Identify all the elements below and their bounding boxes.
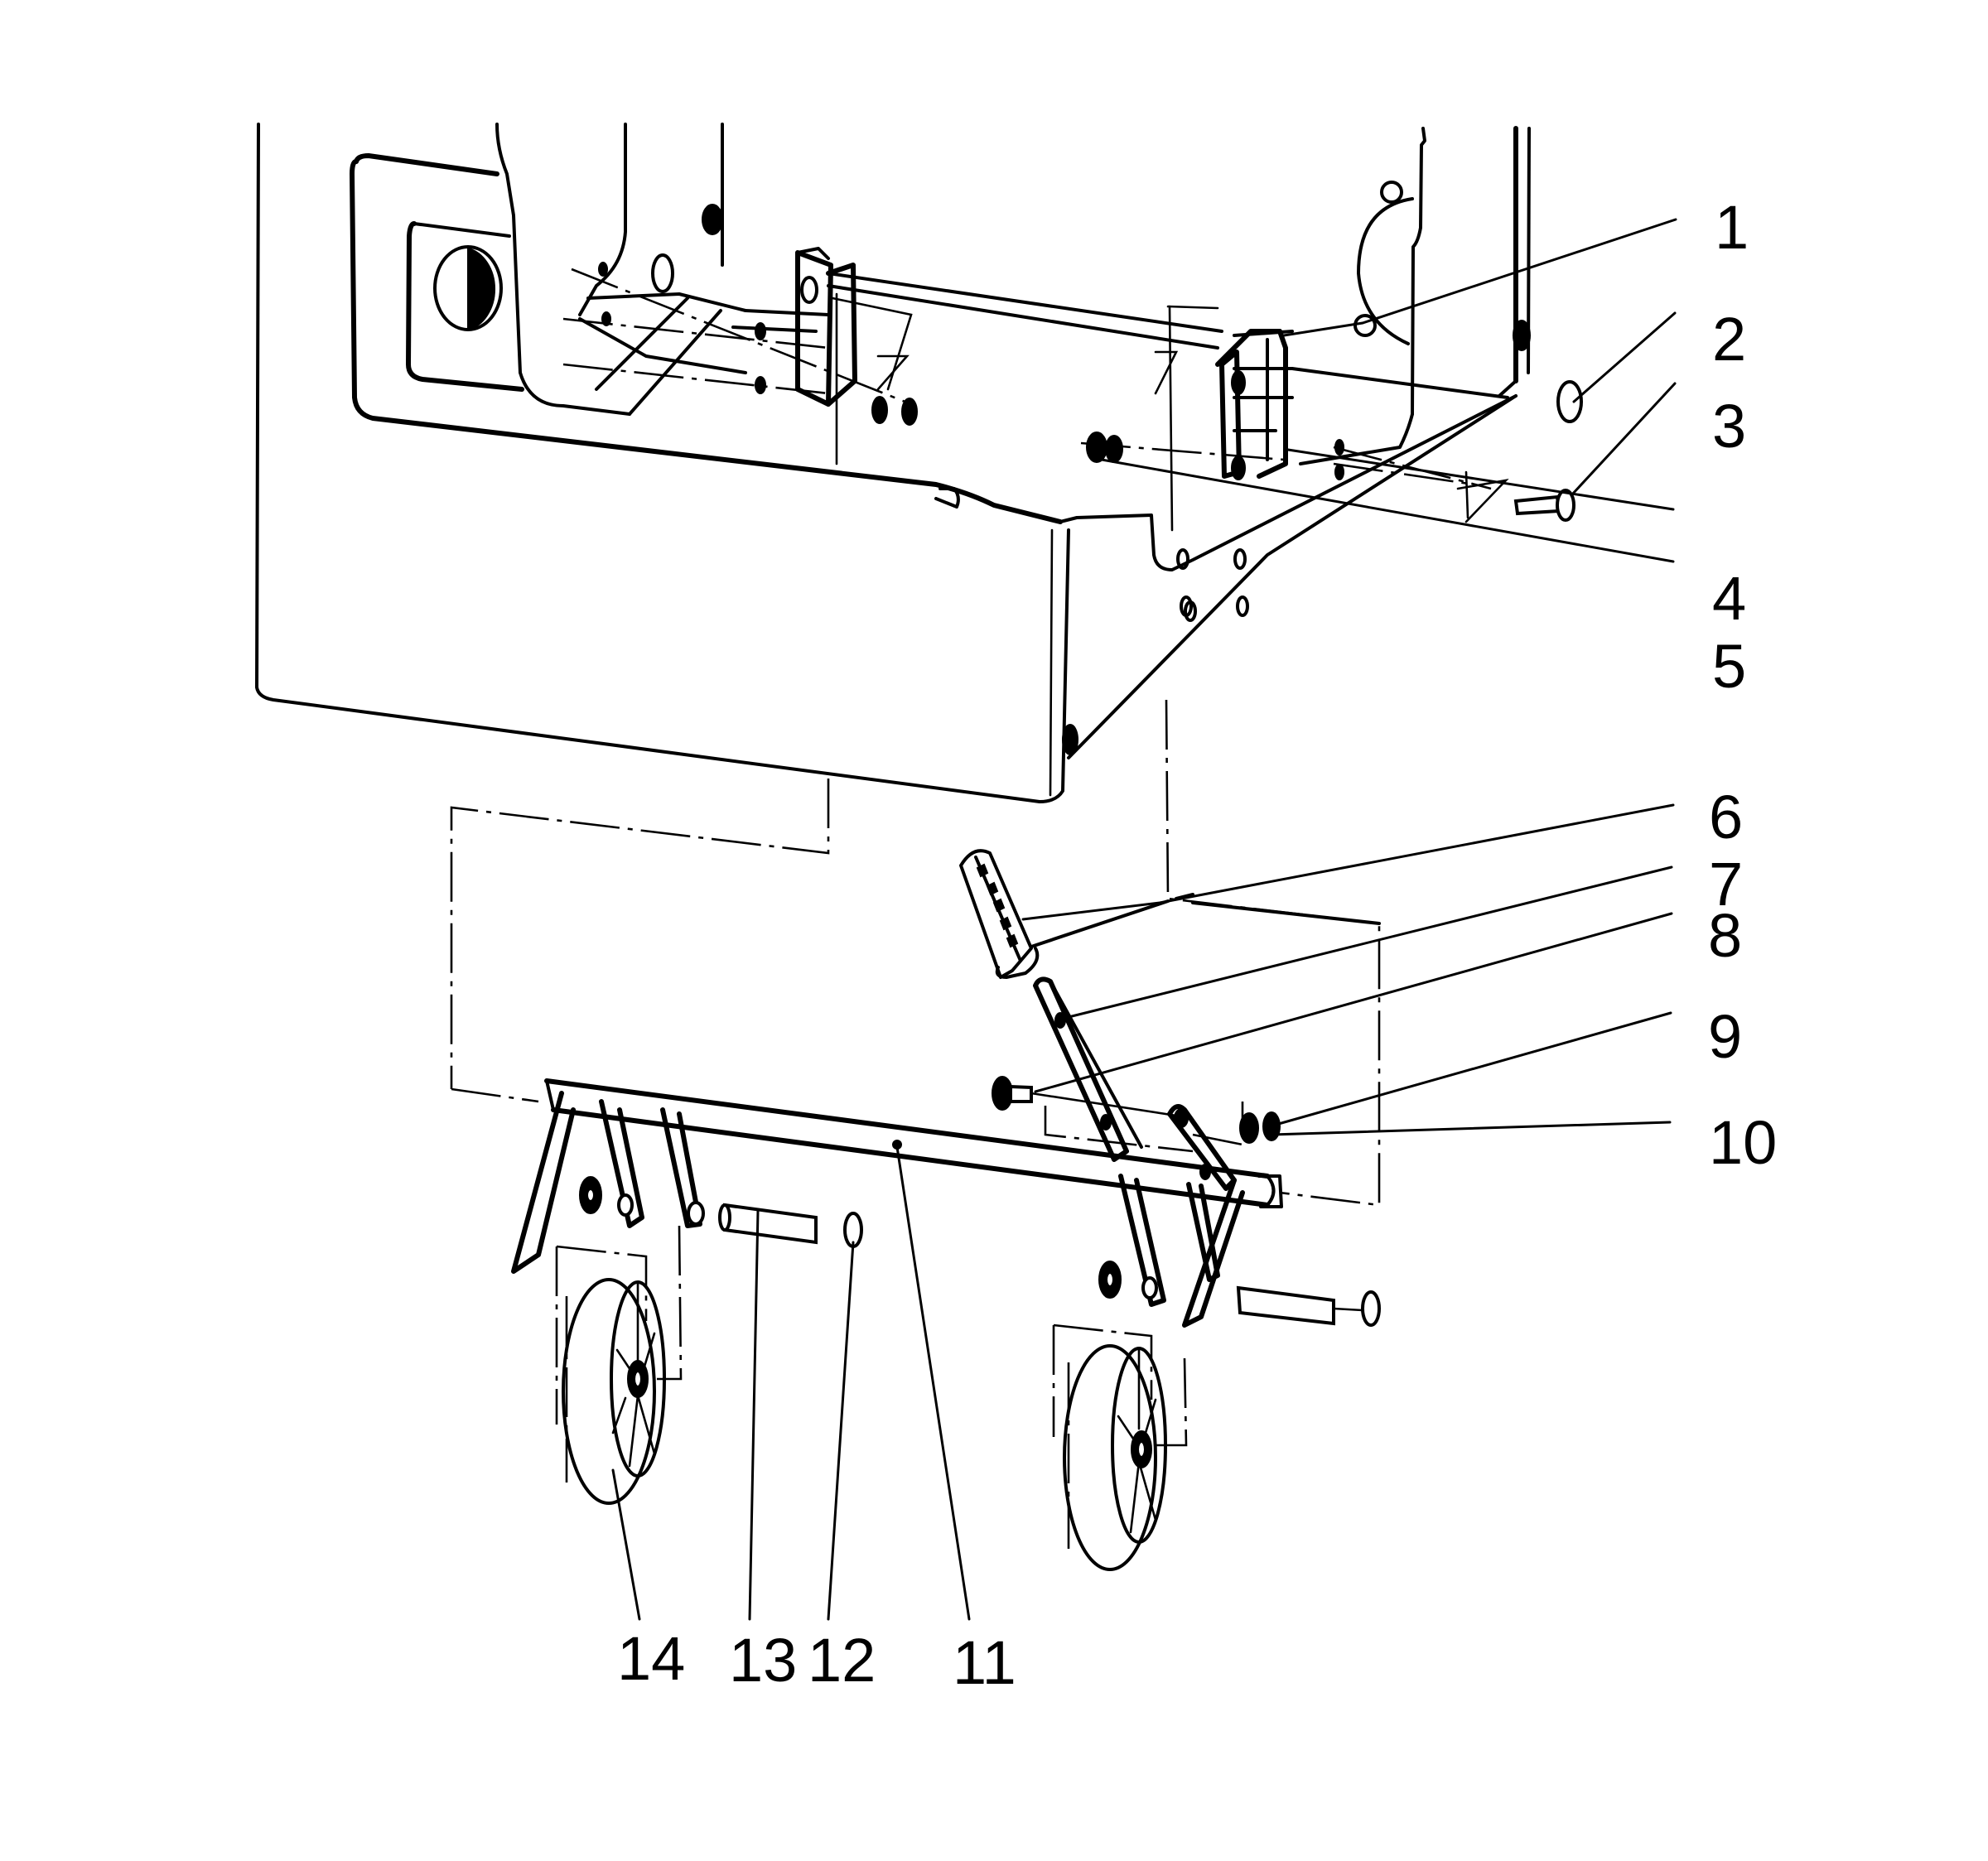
callout-14: 14 bbox=[617, 1624, 685, 1693]
callout-2: 2 bbox=[1712, 305, 1746, 374]
callout-11: 11 bbox=[953, 1628, 1016, 1697]
leader-9 bbox=[1274, 1011, 1672, 1126]
leader-13 bbox=[748, 1209, 760, 1621]
leader-10 bbox=[1270, 1121, 1672, 1136]
leader-lines bbox=[611, 218, 1677, 1621]
callout-7: 7 bbox=[1709, 850, 1743, 918]
left-mounting-bracket bbox=[562, 247, 918, 465]
leader-4 bbox=[1286, 448, 1675, 511]
left-wheel bbox=[562, 1278, 666, 1505]
callout-9: 9 bbox=[1708, 1002, 1742, 1071]
callout-10: 10 bbox=[1709, 1108, 1777, 1177]
callout-8: 8 bbox=[1708, 901, 1742, 970]
callout-3: 3 bbox=[1712, 392, 1746, 460]
callout-5: 5 bbox=[1712, 632, 1746, 701]
leader-1 bbox=[1282, 218, 1677, 337]
leader-14 bbox=[611, 1468, 641, 1621]
leader-12 bbox=[827, 1241, 855, 1621]
leader-7 bbox=[1060, 865, 1673, 1020]
leader-3 bbox=[1570, 382, 1677, 497]
callout-12: 12 bbox=[808, 1626, 876, 1695]
leader-11 bbox=[895, 1145, 971, 1621]
handle-assembly bbox=[959, 849, 1381, 1191]
callout-4: 4 bbox=[1712, 564, 1746, 633]
left-wheel-arm-assembly bbox=[511, 1091, 863, 1425]
leader-6 bbox=[1021, 803, 1675, 921]
leader-8 bbox=[1034, 912, 1673, 1093]
callout-1: 1 bbox=[1715, 193, 1749, 262]
right-wheel bbox=[1063, 1344, 1167, 1571]
callout-6: 6 bbox=[1709, 783, 1743, 851]
callout-labels: 1 2 3 4 5 6 7 8 9 10 11 12 13 14 bbox=[617, 193, 1777, 1697]
axle bbox=[544, 1078, 1283, 1208]
leader-5 bbox=[1100, 458, 1675, 563]
leader-2 bbox=[1572, 311, 1677, 403]
right-mounting-bracket bbox=[827, 272, 1583, 532]
right-wheel-arm-assembly bbox=[1052, 1174, 1381, 1447]
callout-13: 13 bbox=[729, 1626, 797, 1695]
machine-body bbox=[255, 123, 1531, 803]
